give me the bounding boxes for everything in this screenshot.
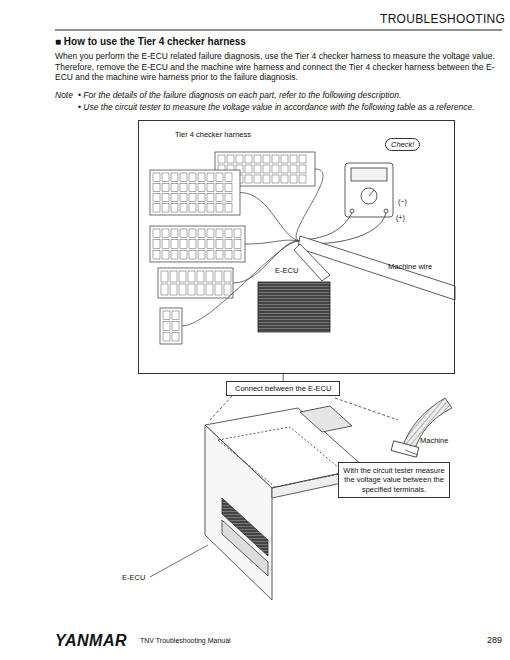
diagram-frame: Tier 4 checker harnessCheck! (138, 120, 455, 374)
machine-connector (210, 396, 452, 457)
brand-logo: YANMAR (55, 631, 127, 651)
node-text: Check! (391, 140, 414, 149)
node-text: With the circuit tester measure the volt… (343, 466, 445, 494)
terminal-label: (+) (396, 214, 405, 223)
manual-title: TNV Troubleshooting Manual (140, 637, 231, 646)
page-header: TROUBLESHOOTING (380, 12, 502, 27)
part-name: E-ECU (122, 573, 145, 582)
part-name: E-ECU (275, 266, 298, 275)
note-text: • For the details of the failure diagnos… (78, 90, 502, 101)
callout-box: With the circuit tester measure the volt… (338, 462, 450, 498)
section-heading: ■ How to use the Tier 4 checker harness (55, 36, 246, 49)
leader-line (405, 450, 418, 455)
part-name: Machine wire (388, 262, 432, 271)
note-label: Note (55, 90, 73, 101)
machine-wire (258, 236, 455, 332)
node-text: Tier 4 checker harness (175, 130, 251, 139)
connector-line (283, 374, 284, 381)
part-name: Machine (420, 436, 448, 445)
circuit-tester (304, 163, 393, 244)
terminal-label: (−) (398, 198, 407, 207)
speech-bubble: Check! (385, 138, 420, 151)
caption-box: Connect between the E-ECU (226, 381, 340, 396)
note-text: • Use the circuit tester to measure the … (78, 102, 502, 113)
header-rule (55, 30, 502, 31)
body-text: When you perform the E-ECU related failu… (55, 51, 502, 83)
leader-line (150, 545, 208, 577)
node-text: Connect between the E-ECU (235, 384, 331, 393)
e-ecu-block (258, 282, 330, 332)
e-ecu-unit (205, 406, 365, 600)
page-number: 289 (440, 635, 502, 646)
